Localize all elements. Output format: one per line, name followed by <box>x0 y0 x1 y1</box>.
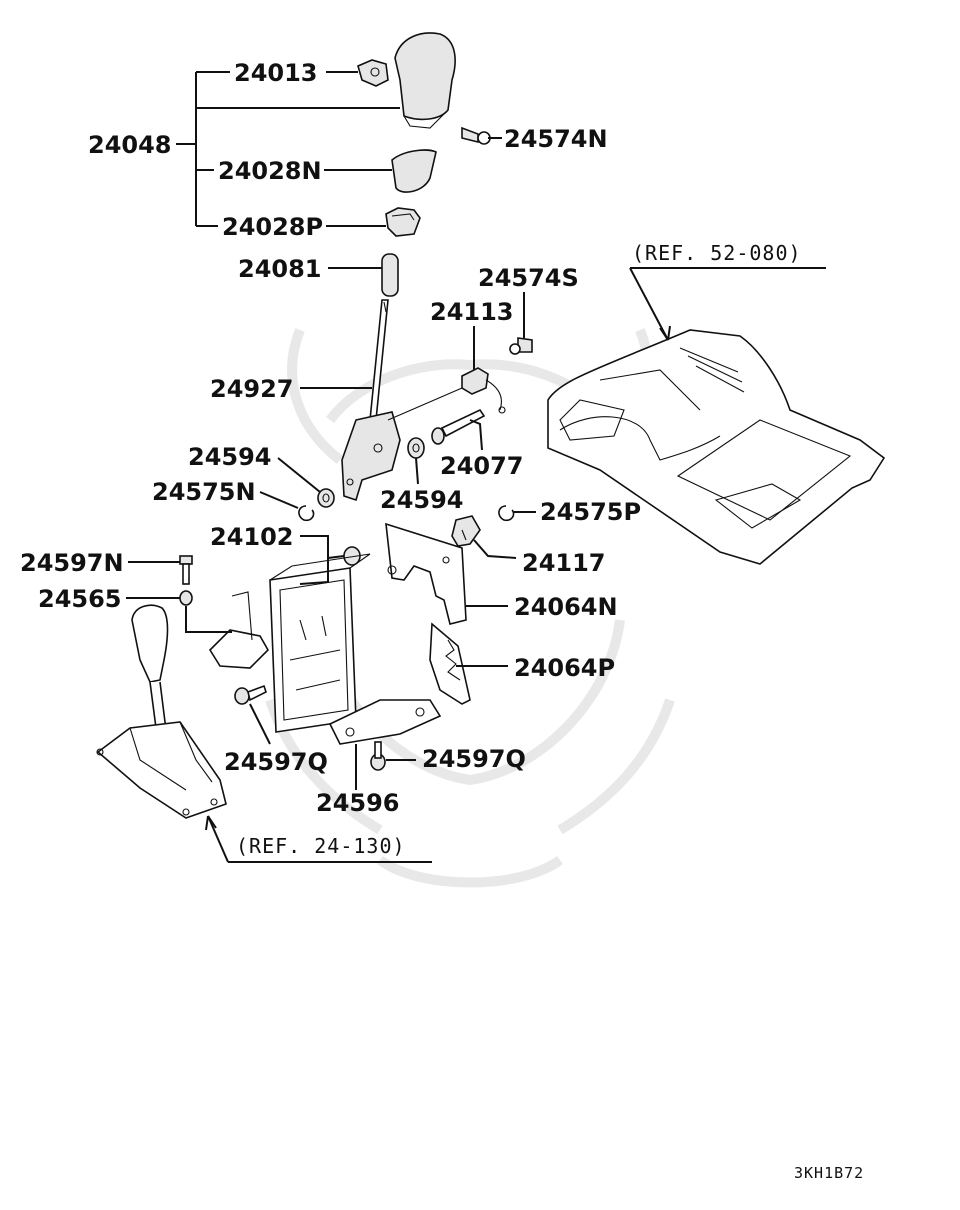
label-24594-left: 24594 <box>188 443 272 471</box>
label-24048: 24048 <box>88 131 172 159</box>
label-24574S: 24574S <box>478 264 579 292</box>
bolt-24597N-icon <box>179 555 193 585</box>
label-24028P: 24028P <box>222 213 323 241</box>
label-24113: 24113 <box>430 298 514 326</box>
label-24927: 24927 <box>210 375 294 403</box>
label-24575N: 24575N <box>152 478 256 506</box>
bushing-24594-right-icon <box>407 437 425 459</box>
label-24102: 24102 <box>210 523 294 551</box>
diagram-code: 3KH1B72 <box>794 1164 864 1182</box>
lever-24117-icon <box>451 515 481 547</box>
switch-24113-icon <box>461 367 506 414</box>
leader-lines <box>126 71 826 863</box>
label-24013: 24013 <box>234 59 318 87</box>
shift-knob-icon <box>394 32 456 129</box>
label-24064P: 24064P <box>514 654 615 682</box>
label-24597Q-left: 24597Q <box>224 748 328 776</box>
reference-24-130: (REF. 24-130) <box>236 834 406 858</box>
label-24597N: 24597N <box>20 549 124 577</box>
label-24565: 24565 <box>38 585 122 613</box>
screw-24574S-icon <box>509 337 533 355</box>
clip-24575P-icon <box>498 505 515 522</box>
shift-lever-24927-icon <box>341 299 401 502</box>
reference-52-080: (REF. 52-080) <box>632 241 802 265</box>
clip-24575N-icon <box>298 505 315 522</box>
label-24594-right: 24594 <box>380 486 464 514</box>
sleeve-24081-icon <box>381 253 399 297</box>
part-labels: 24048 24013 24574N 24028N 24028P 24081 2… <box>20 59 864 1182</box>
detent-plate-24064N-icon <box>385 522 467 625</box>
label-24077: 24077 <box>440 452 524 480</box>
collar-24565-icon <box>179 590 193 606</box>
shifter-assembly-ref-icon <box>96 604 227 819</box>
label-24596: 24596 <box>316 789 400 817</box>
screw-24574N-icon <box>461 126 491 145</box>
detent-plate-24064P-icon <box>429 622 471 705</box>
label-24117: 24117 <box>522 549 606 577</box>
knob-cover-24028N-icon <box>391 149 437 193</box>
label-24597Q-right: 24597Q <box>422 745 526 773</box>
label-24081: 24081 <box>238 255 322 283</box>
label-24575P: 24575P <box>540 498 641 526</box>
label-24028N: 24028N <box>218 157 322 185</box>
bolt-24597Q-right-icon <box>370 741 386 771</box>
pin-24077-icon <box>431 408 486 445</box>
knob-button-24013-icon <box>357 59 389 87</box>
bolt-24597Q-left-icon <box>234 684 267 705</box>
bushing-24594-left-icon <box>317 488 335 508</box>
console-panel-ref-icon <box>547 329 886 565</box>
label-24574N: 24574N <box>504 125 608 153</box>
label-24064N: 24064N <box>514 593 618 621</box>
knob-cover-24028P-icon <box>385 207 421 237</box>
